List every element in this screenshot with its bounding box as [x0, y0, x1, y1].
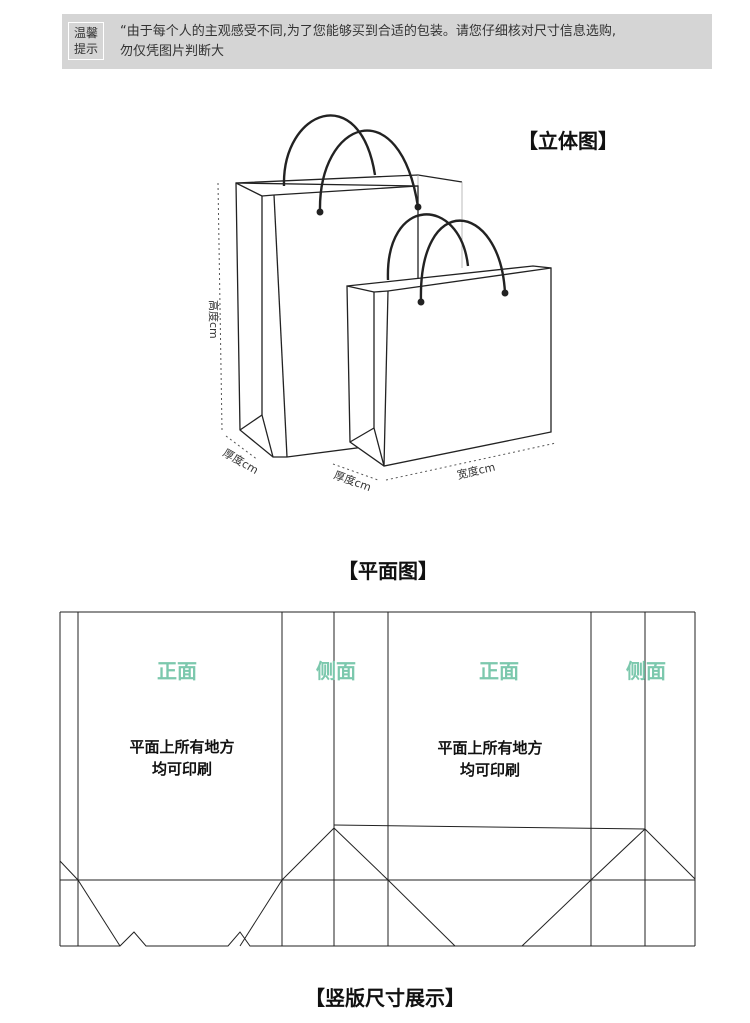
bottom-title: 【竖版尺寸展示】 [305, 986, 465, 1010]
side-label-right: 侧面 [626, 659, 666, 683]
notice-banner: 温馨 提示 “由于每个人的主观感受不同,为了您能够买到合适的包装。请您仔细核对尺… [62, 14, 712, 69]
dimension-lines [217, 182, 557, 481]
print-note-left-line1: 平面上所有地方 [129, 738, 234, 756]
front-label-left: 正面 [157, 659, 197, 683]
print-note-right-line2: 均可印刷 [460, 761, 520, 779]
notice-tag: 温馨 提示 [68, 22, 104, 60]
front-label-right: 正面 [479, 659, 519, 683]
notice-text: “由于每个人的主观感受不同,为了您能够买到合适的包装。请您仔细核对尺寸信息选购,… [120, 22, 700, 62]
height-label: 高度cm [207, 300, 221, 339]
print-note-left-line2: 均可印刷 [152, 760, 212, 778]
small-bag-drawing [346, 213, 552, 467]
notice-text-line1: “由于每个人的主观感受不同,为了您能够买到合适的包装。请您仔细核对尺寸信息选购, [120, 24, 617, 39]
notice-tag-line1: 温馨 [73, 26, 98, 40]
perspective-title: 【立体图】 [518, 129, 618, 153]
notice-text-line2: 勿仅凭图片判断大 [120, 44, 225, 59]
side-label-left: 侧面 [316, 659, 356, 683]
thickness-label-right: 厚度cm [332, 468, 373, 494]
print-note-right-line1: 平面上所有地方 [437, 739, 542, 757]
width-label: 宽度cm [456, 460, 497, 482]
flat-layout-drawing [59, 611, 696, 947]
notice-tag-line2: 提示 [73, 42, 98, 56]
thickness-label-left: 厚度cm [221, 445, 262, 477]
flat-title: 【平面图】 [338, 559, 438, 583]
